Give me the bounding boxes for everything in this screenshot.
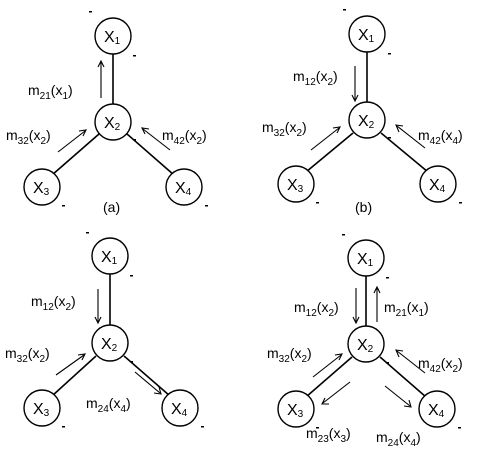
arrow-m24 [134,371,162,395]
node-x1: X1 [86,232,133,277]
edge-x2-x4 [379,356,427,398]
msg-m12: m12(x2) [294,299,339,319]
caption-a: (a) [103,199,120,215]
arrow-m42 [395,349,426,374]
arrow-m21 [373,285,381,322]
panel-b: X1 X2 X3 X4 m [262,9,463,215]
node-x4: X4 [161,389,204,428]
svg-text:X4: X4 [429,177,446,195]
arrow-m12 [94,289,102,325]
node-x2: X2 [94,103,136,141]
svg-text:X2: X2 [358,113,375,131]
msg-m42: m42(x4) [418,127,463,147]
msg-m32: m32(x2) [6,127,51,147]
edge-x2-x3 [305,356,353,398]
arrow-m32 [312,353,343,378]
edge-x2-x3 [305,132,354,173]
arrow-m42 [141,127,171,151]
msg-m21: m21(x1) [28,82,73,102]
svg-text:X2: X2 [357,337,374,355]
svg-text:X3: X3 [287,177,304,195]
msg-m32: m32(x2) [267,345,312,365]
msg-m32: m32(x2) [262,119,307,139]
svg-text:X2: X2 [101,336,118,354]
arrow-m21 [97,59,105,98]
svg-text:X4: X4 [175,180,192,198]
msg-m24: m24(x4) [376,429,421,449]
node-x4: X4 [165,168,208,207]
node-x2: X2 [347,325,389,364]
msg-m23: m23(x3) [306,425,351,445]
node-x1: X1 [343,9,391,55]
arrow-m24 [384,385,412,408]
msg-m42: m42(x2) [162,127,207,147]
arrow-m23 [321,381,351,405]
msg-m12: m12(x2) [31,293,76,313]
arrow-m32 [57,129,87,153]
node-x3: X3 [277,390,319,429]
svg-text:X4: X4 [428,402,445,420]
msg-m21: m21(x1) [384,299,429,319]
arrow-m12 [351,66,359,103]
node-x4: X4 [419,165,462,204]
edge-x2-x4 [123,355,171,397]
msg-m32: m32(x2) [5,345,50,365]
node-x2: X2 [91,324,133,363]
svg-text:X4: X4 [171,401,188,419]
node-x4: X4 [418,390,461,429]
node-x3: X3 [277,165,319,204]
msg-m42: m42(x2) [418,355,463,375]
arrow-m42 [395,124,426,149]
svg-text:X1: X1 [104,29,121,47]
msg-m12: m12(x2) [293,68,338,88]
svg-text:X3: X3 [33,401,50,419]
edge-x2-x4 [126,133,175,176]
panel-a: X1 X2 X3 X4 [6,11,208,215]
node-x3: X3 [23,389,65,428]
edge-x2-x3 [51,133,100,176]
node-x1: X1 [342,234,389,279]
svg-text:X2: X2 [104,115,121,133]
edge-x2-x4 [380,132,429,173]
svg-text:X1: X1 [358,27,375,45]
svg-text:X3: X3 [33,180,50,198]
arrow-m32 [310,126,341,151]
node-x1: X1 [89,11,136,57]
svg-text:X1: X1 [357,251,374,269]
caption-b: (b) [355,199,372,215]
msg-m24: m24(x4) [86,395,131,415]
arrow-m12 [352,288,360,325]
node-x2: X2 [348,101,391,139]
arrow-m32 [55,353,86,376]
svg-text:X1: X1 [101,249,118,267]
edge-x2-x3 [51,355,97,397]
panel-c: X1 X2 X3 X4 m [5,232,204,428]
svg-text:X3: X3 [287,402,304,420]
panel-d: X1 X2 X3 X4 [267,234,463,449]
node-x3: X3 [23,168,65,207]
